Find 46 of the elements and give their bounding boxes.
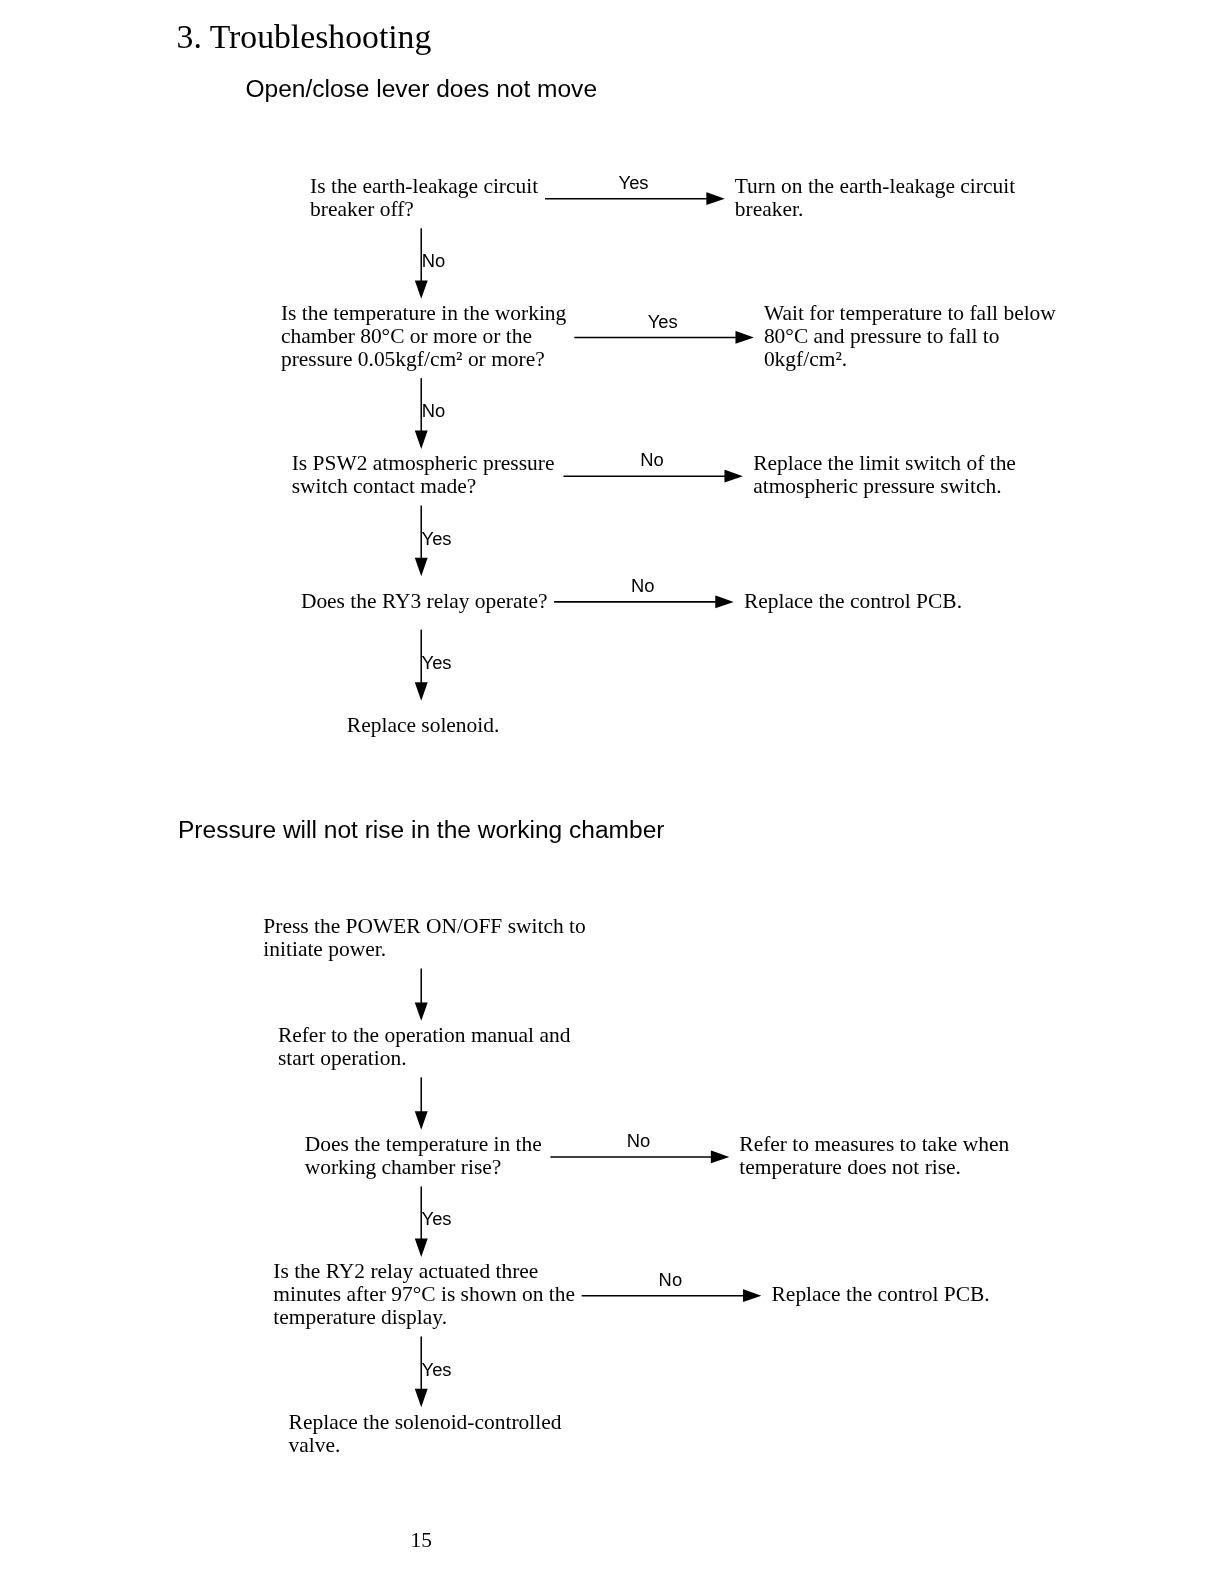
- node-text: Refer to the operation manual and start operation.: [277, 1023, 570, 1071]
- arrow: [543, 192, 725, 206]
- node-text: Is the earth-leakage circuit breaker off?: [309, 173, 538, 221]
- edge-label: Yes: [647, 310, 678, 332]
- node-text: Replace the control PCB.: [743, 588, 962, 613]
- node-text: Refer to measures to take when temperature does not rise.: [738, 1132, 1009, 1180]
- arrow: [414, 377, 428, 449]
- node-text: Replace the limit switch of the atmospheric pressure switch.: [752, 451, 1016, 499]
- arrow: [414, 227, 428, 299]
- diagram-title: 3. Troubleshooting: [176, 17, 431, 55]
- arrow: [414, 967, 428, 1021]
- edge-label: No: [639, 449, 664, 471]
- arrow: [562, 469, 743, 483]
- edge-label: No: [421, 400, 445, 422]
- arrow: [552, 595, 734, 609]
- node-text: Wait for temperature to fall below 80°C and pressure to fall to 0kgf/cm².: [763, 301, 1056, 372]
- edge-label: Yes: [421, 1358, 452, 1380]
- node-text: Turn on the earth-leakage circuit breaker.: [734, 173, 1015, 221]
- label: 15: [410, 1528, 432, 1553]
- edge-label: No: [626, 1130, 650, 1152]
- arrow: [414, 1335, 428, 1408]
- edge-label: No: [658, 1268, 682, 1290]
- edge-label: Yes: [421, 651, 452, 673]
- arrow: [573, 330, 754, 344]
- node-text: Replace solenoid.: [346, 712, 499, 737]
- arrow: [414, 628, 428, 701]
- node-text: Does the RY3 relay operate?: [300, 588, 548, 613]
- label: Pressure will not rise in the working chamber: [177, 815, 664, 843]
- node-text: Is PSW2 atmospheric pressure switch contact made?: [291, 451, 554, 499]
- node-text: Replace the control PCB.: [771, 1282, 990, 1307]
- edge-label: Yes: [421, 527, 452, 549]
- arrow: [414, 1185, 428, 1258]
- arrow: [414, 1076, 428, 1130]
- edge-label: Yes: [421, 1208, 452, 1230]
- edge-label: No: [630, 575, 655, 597]
- arrow: [549, 1150, 729, 1164]
- arrow: [414, 504, 428, 577]
- node-text: Is the RY2 relay actuated three minutes after 97°C is shown on the temperature display.: [272, 1259, 575, 1330]
- label: Open/close lever does not move: [244, 75, 597, 103]
- node-text: Is the temperature in the working chamber 80°C or more or the pressure 0.05kgf/cm² or more?: [280, 301, 566, 372]
- arrow: [580, 1289, 761, 1303]
- edge-label: Yes: [618, 171, 649, 193]
- node-text: Does the temperature in the working chamber rise?: [304, 1132, 542, 1180]
- node-text: Press the POWER ON/OFF switch to initiate power.: [262, 914, 586, 962]
- edge-label: No: [421, 250, 445, 272]
- node-text: Replace the solenoid-controlled valve.: [288, 1409, 561, 1457]
